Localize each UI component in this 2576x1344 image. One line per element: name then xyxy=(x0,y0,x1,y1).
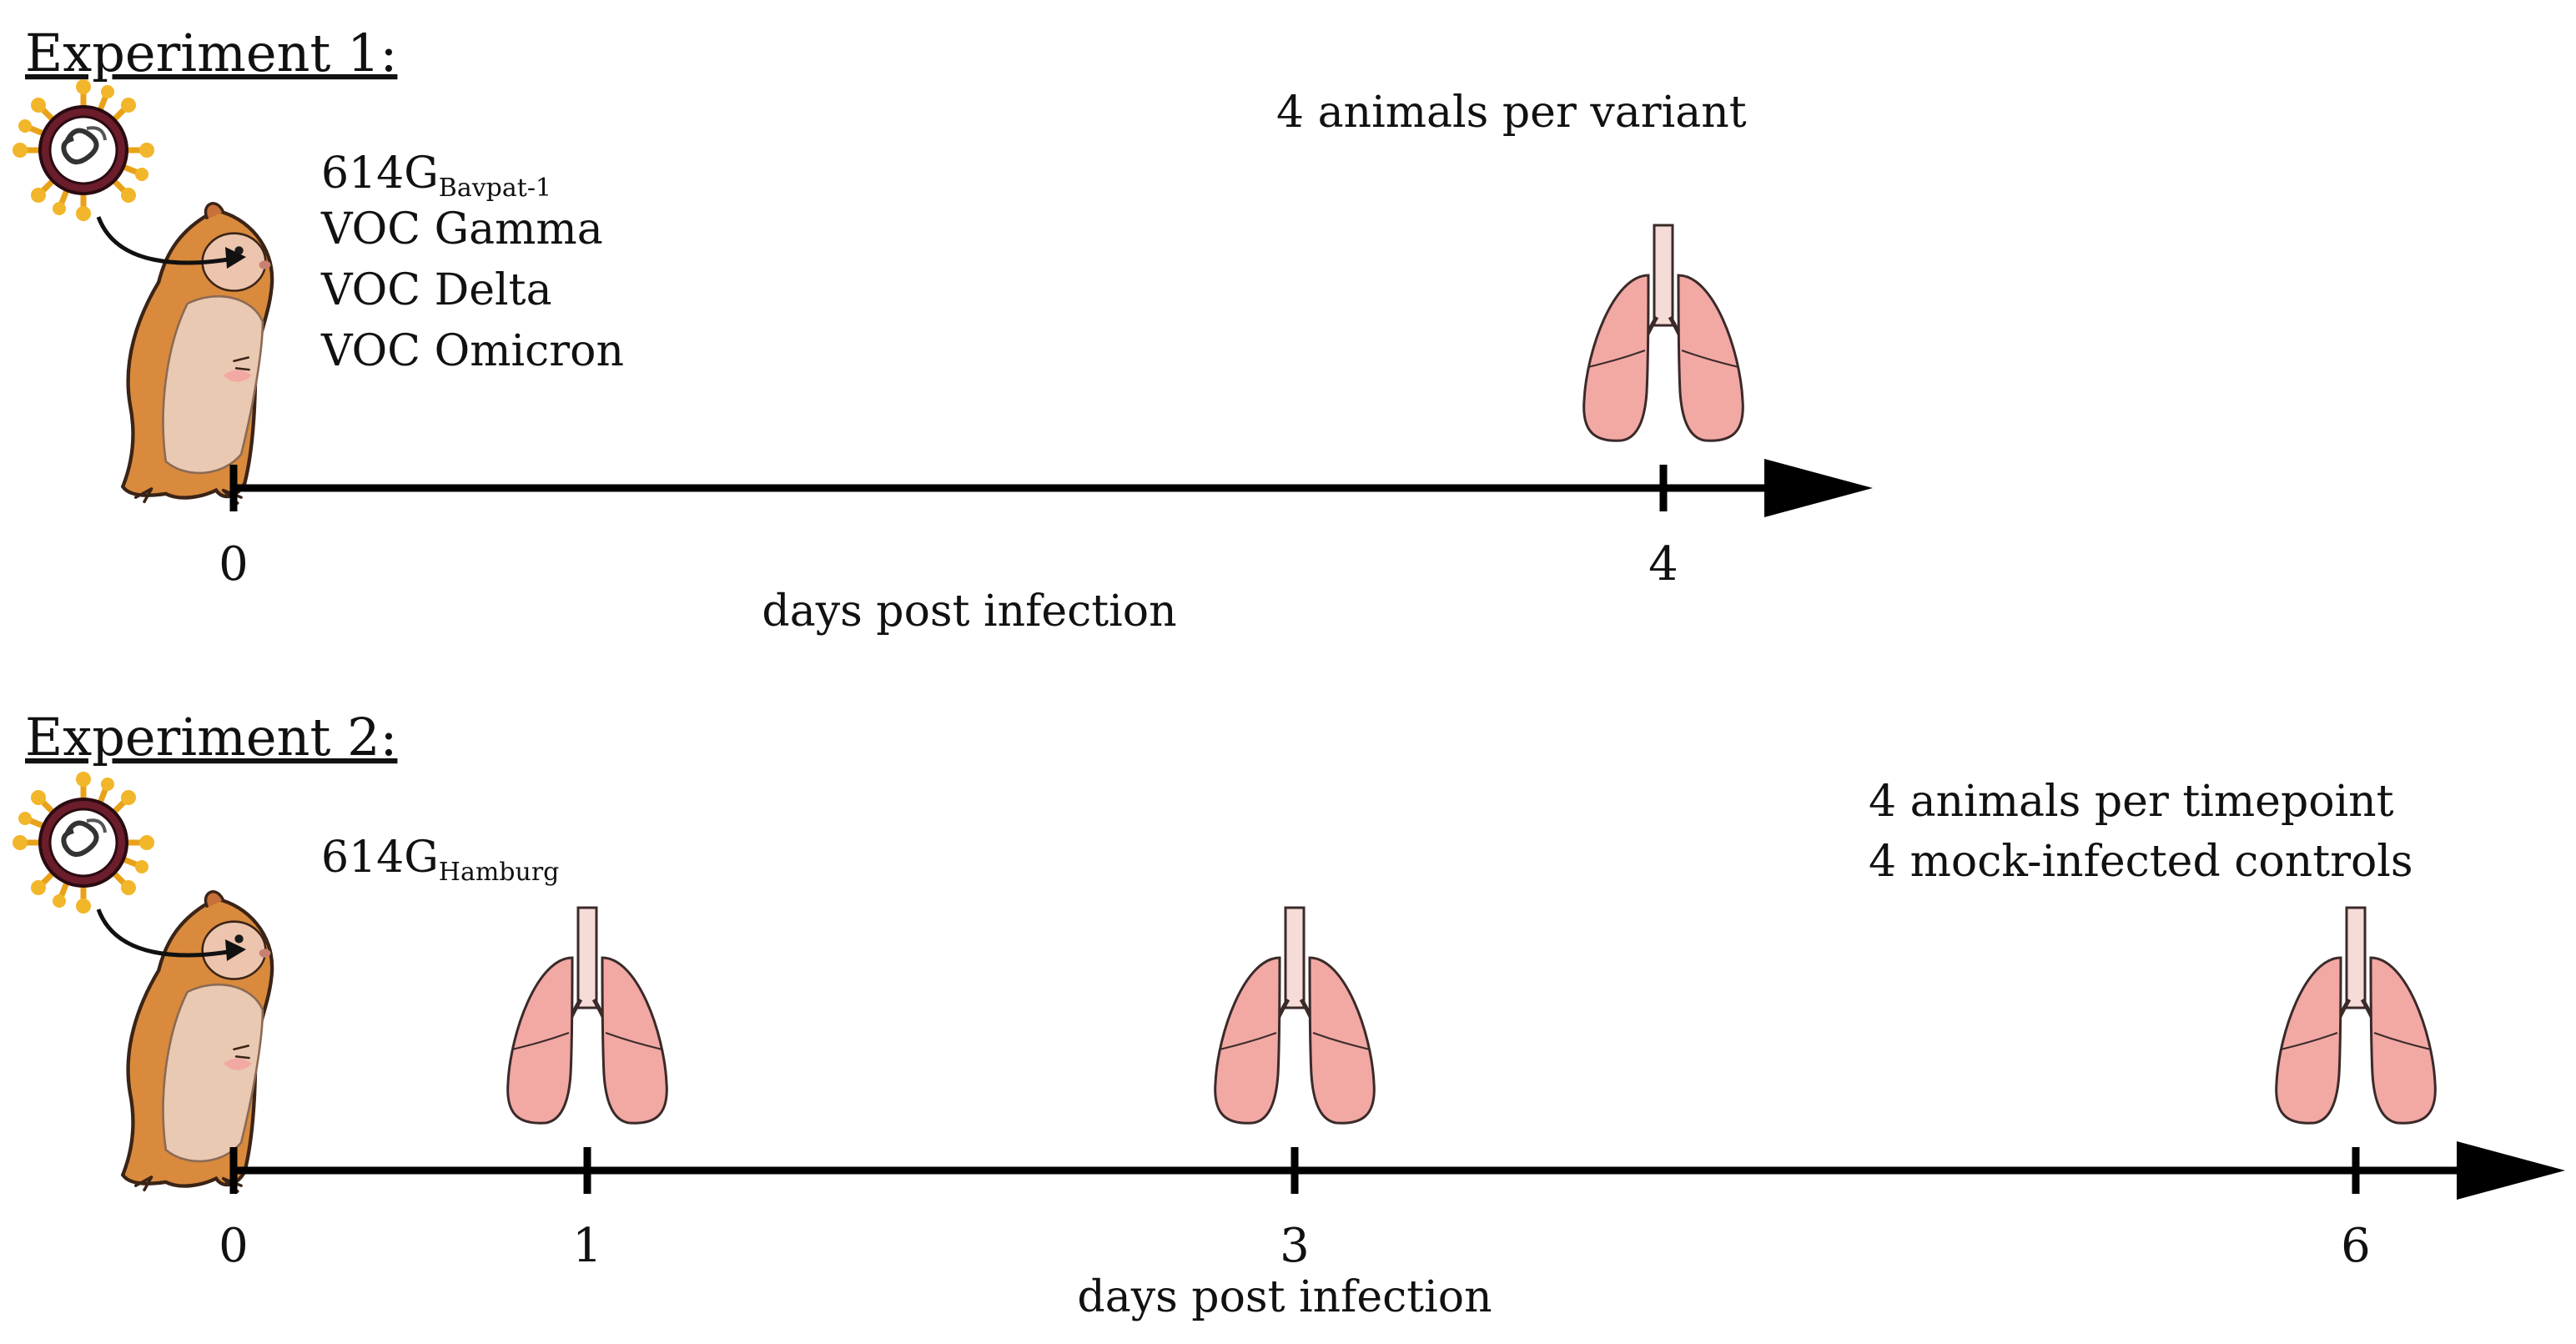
tick-label: 6 xyxy=(2341,1219,2371,1273)
variant-item: 614GHamburg xyxy=(321,833,559,887)
lungs-icon xyxy=(2277,908,2436,1123)
experiment-2-heading: Experiment 2: xyxy=(25,707,397,768)
hamster-icon xyxy=(123,892,272,1191)
tick-label: 0 xyxy=(219,1219,249,1273)
inoculation-arrow xyxy=(96,216,234,265)
timeline-arrowhead xyxy=(2457,1141,2565,1200)
variant-item: VOC Delta xyxy=(320,265,552,315)
experiment-1-heading: Experiment 1: xyxy=(25,23,397,83)
lungs-icon xyxy=(1215,908,1375,1123)
experiment-2: Experiment 2: 614GHamburg 4 animals per … xyxy=(13,707,2565,1322)
axis-label: days post infection xyxy=(1077,1272,1492,1322)
timeline-arrowhead xyxy=(1764,459,1873,517)
lungs-icon xyxy=(508,908,667,1123)
experiment-note: 4 animals per variant xyxy=(1276,88,1747,138)
experiment-1: Experiment 1: 614GBavpat-1 VOC Gamma VOC… xyxy=(13,23,1873,637)
variant-list: 614GBavpat-1 VOC Gamma VOC Delta VOC Omi… xyxy=(320,148,624,376)
tick-label: 4 xyxy=(1648,537,1678,591)
experiment-note: 4 animals per timepoint xyxy=(1869,777,2394,827)
variant-item: VOC Gamma xyxy=(320,204,603,254)
virus-icon xyxy=(13,772,154,914)
axis-label: days post infection xyxy=(762,586,1176,637)
tick-label: 0 xyxy=(219,537,249,591)
inoculation-arrow xyxy=(96,909,234,958)
experiment-note: 4 mock-infected controls xyxy=(1869,837,2413,887)
timeline: 0 1 3 6 xyxy=(219,908,2565,1273)
hamster-icon xyxy=(123,204,272,503)
tick-label: 3 xyxy=(1280,1219,1310,1273)
inoculation-arrowhead xyxy=(225,247,246,269)
virus-icon xyxy=(13,79,154,221)
tick-label: 1 xyxy=(572,1219,602,1273)
variant-item: 614GBavpat-1 xyxy=(321,148,551,203)
inoculation-arrowhead xyxy=(225,939,246,961)
variant-item: VOC Omicron xyxy=(320,326,624,376)
lungs-icon xyxy=(1584,225,1743,440)
